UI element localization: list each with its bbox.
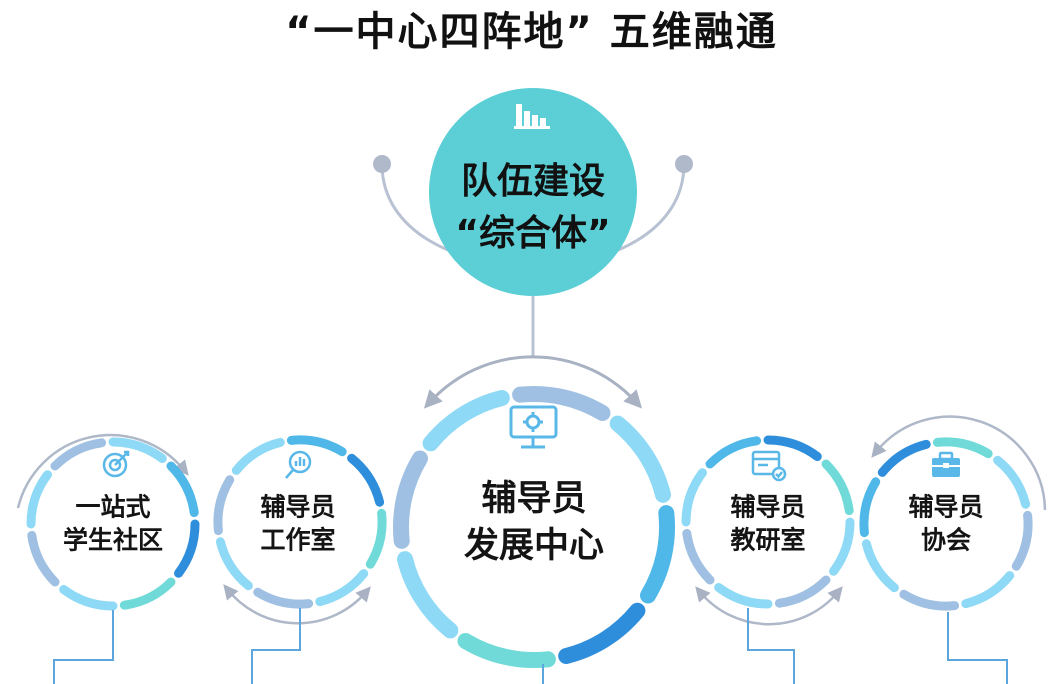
node3-ring-segment [774,575,831,608]
node4-ring-segment [861,539,899,593]
node1-ring-segment [59,585,118,611]
node4-ring-segment [899,589,960,611]
node1-ring-segment [27,530,60,587]
left-arc-endpoint-dot [373,155,391,173]
node4-ring-segment [932,437,993,459]
node2-ring-segment [231,437,285,475]
node-studio-line2: 工作室 [260,525,336,554]
node3-ring-segment [829,517,855,576]
node2-ring-segment [286,435,347,457]
node-label-community: 一站式 学生社区 [63,492,163,557]
center-node-ring-segment [422,390,510,452]
node1-ring-segment [108,437,167,463]
target-icon [102,450,130,478]
node3-ring-segment [714,583,773,609]
node2-ring-segment [253,587,314,609]
node-studio-line1: 辅导员 [260,492,336,522]
top-node-circle [429,88,637,296]
right-arc-endpoint-dot [675,155,693,173]
center-node-ring-segment [512,386,611,421]
top-node-line1: 队伍建设 [460,160,606,202]
node4-ring-segment [859,477,881,538]
node1-ring-segment [26,470,52,529]
node-label-teaching-office: 辅导员 教研室 [730,492,805,557]
node3-ring-segment [763,435,822,461]
node3-ring-segment [821,459,854,516]
node-label-studio: 辅导员 工作室 [260,492,335,557]
center-node-label: 辅导员 发展中心 [464,476,604,571]
node2-ring-segment [365,508,387,569]
node1-ring-segment [50,438,107,471]
node-community-line1: 一站式 [75,492,151,522]
center-node-line2: 发展中心 [463,526,605,566]
node1-arrow-arc [16,433,189,509]
node3-arrow-arc [695,586,843,626]
node2-connector [251,608,301,684]
center-node-ring-segment [558,602,646,664]
segmented-rings [26,386,1033,668]
center-node-ring-segment [640,505,675,604]
node4-ring-segment [877,439,931,477]
node4-ring-segment [961,571,1015,609]
center-node-ring-segment [457,633,556,668]
center-node-ring-segment [609,415,671,503]
node2-ring-segment [347,453,385,507]
node-association-line2: 协会 [920,525,972,554]
node1-ring-segment [166,461,199,518]
node3-ring-segment [681,468,707,527]
document-check-icon [751,450,787,482]
node-label-association: 辅导员 协会 [908,492,983,557]
bar-chart-icon [514,104,550,129]
briefcase-icon [932,451,960,477]
node4-connector [947,612,1008,684]
bottom-connectors [53,608,1008,684]
search-chart-icon [285,450,312,479]
node1-ring-segment [119,577,176,610]
node4-ring-segment [1011,510,1033,571]
top-node-label: 队伍建设 “综合体” [455,156,610,260]
center-node-ring-segment [393,450,428,549]
node-association-line1: 辅导员 [908,492,984,522]
node4-arrow-arc [871,415,1047,511]
node3-connector [747,608,795,684]
center-node-line1: 辅导员 [481,478,587,519]
node2-ring-segment [215,537,253,591]
node2-arrow-arc [223,584,371,625]
top-node-line2: “综合体” [455,213,611,254]
node-teaching-office-line1: 辅导员 [730,492,806,522]
node4-ring-segment [993,455,1031,509]
node2-ring-segment [315,569,369,607]
node2-ring-segment [213,475,235,536]
node1-ring-segment [174,519,200,578]
center-node-ring-segment [397,551,459,639]
node-teaching-office-line2: 教研室 [730,525,806,554]
center-arrow-arc [423,355,643,409]
node1-connector [53,610,114,684]
node3-ring-segment [705,436,762,469]
node3-ring-segment [682,528,715,585]
page-title: “一中心四阵地” 五维融通 [285,9,778,55]
node-community-line2: 学生社区 [62,525,164,554]
monitor-gear-icon [509,405,558,449]
